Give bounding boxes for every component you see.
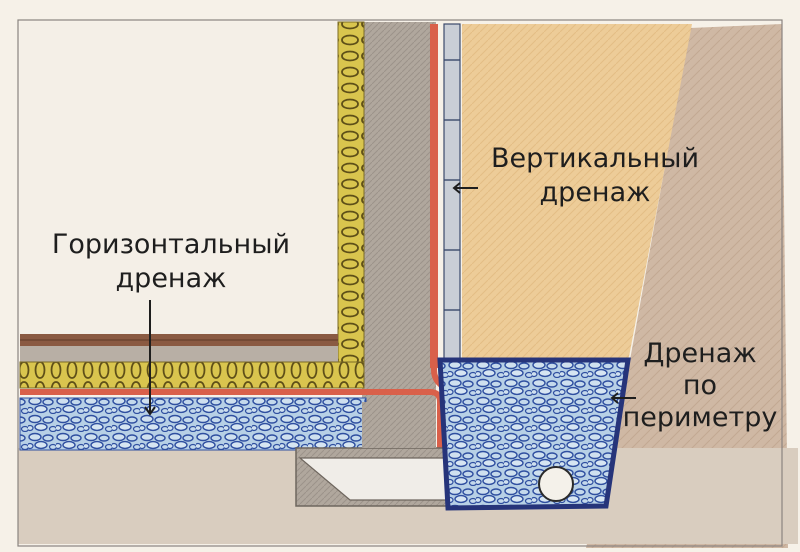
horizontal-gravel-bed [19,397,367,451]
arrow-vertical-drainage [452,182,478,194]
arrow-perimeter-drainage [610,392,636,404]
label-perimeter-line-2: по [682,370,718,401]
label-horizontal-drainage: Горизонтальный дренаж [36,228,306,296]
label-perimeter-drainage: Дренаж по периметру [612,338,788,434]
label-vertical-line-2: дренаж [539,177,651,208]
drainage-mat-segments [444,59,460,311]
backfill-sand [462,24,692,362]
vertical-drainage-mat [443,23,461,363]
label-vertical-drainage: Вертикальный дренаж [470,142,720,210]
label-horizontal-line-1: Горизонтальный [51,229,291,260]
label-vertical-line-1: Вертикальный [490,143,700,174]
soil-region [586,24,788,548]
concrete-wall [362,22,436,402]
label-perimeter-line-3: периметру [622,402,778,433]
drawing-frame [17,19,783,547]
interior-room [20,22,336,334]
label-horizontal-line-2: дренаж [115,263,227,294]
geotextile-wrap [437,357,631,511]
floor-screed [20,346,338,362]
label-perimeter-line-1: Дренаж [643,338,757,369]
arrow-horizontal-drainage [144,300,156,416]
perimeter-drain-pipe [538,466,574,502]
horizontal-insulation [19,361,365,389]
vertical-insulation [337,21,365,369]
